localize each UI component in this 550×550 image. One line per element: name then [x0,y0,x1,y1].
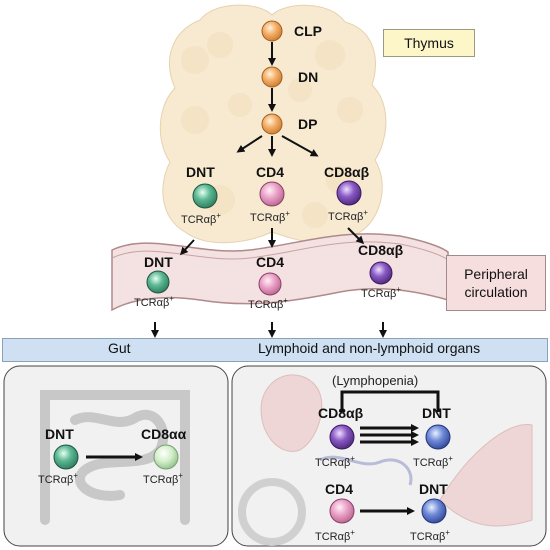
gut-cd8aa-label: CD8αα [141,426,187,442]
gut-dnt-label: DNT [45,426,74,442]
peripheral-label-line2: circulation [464,284,528,300]
organ-cd8ab-cell [329,424,355,450]
thymus-label: Thymus [404,35,454,51]
circ-dnt-label: DNT [144,254,173,270]
thymus-cd4-cell [259,181,285,207]
destination-bar [2,338,548,362]
organ-dnt-bottom-label: DNT [419,481,448,497]
dp-cell [261,113,283,135]
organ-cd4-label: CD4 [325,481,353,497]
organ-cd8ab-label: CD8αβ [318,405,364,421]
circ-cd4-cell [258,272,282,296]
thymus-label-box: Thymus [383,29,475,57]
gut-cd8aa-cell [153,444,179,470]
organ-cd8ab-tcr: TCRαβ+ [315,454,355,469]
organ-dnt-bottom-tcr: TCRαβ+ [410,528,450,543]
circ-dnt-cell [146,270,170,294]
circ-cd4-label: CD4 [256,254,284,270]
dn-label: DN [298,69,318,85]
arrow-thymus-circ-dnt [179,239,195,256]
peripheral-circulation-label-box: Peripheral circulation [446,255,546,311]
dp-label: DP [298,116,317,132]
arrow-dp-cd8 [281,135,319,157]
organ-dnt-top-cell [425,424,451,450]
gut-label: Gut [108,340,131,356]
thymus-dnt-label: DNT [186,164,215,180]
gut-dnt-tcr: TCRαβ+ [38,471,78,486]
thymus-cd4-label: CD4 [256,164,284,180]
peripheral-label-line1: Peripheral [464,266,528,282]
clp-label: CLP [294,23,322,39]
gut-cd8aa-tcr: TCRαβ+ [143,471,183,486]
arrow-thymus-circ-cd8 [347,227,365,245]
thymus-cd4-tcr: TCRαβ+ [250,209,290,224]
thymus-cd8ab-tcr: TCRαβ+ [328,208,368,223]
organ-cd4-cell [329,498,355,524]
lymphopenia-bracket [340,390,440,412]
organ-cd4-tcr: TCRαβ+ [315,528,355,543]
conversion-arrows [360,424,419,446]
circ-cd8ab-cell [369,261,393,285]
arrow-dp-dnt [236,135,263,153]
circ-dnt-tcr: TCRαβ+ [134,294,174,309]
organ-dnt-top-tcr: TCRαβ+ [413,454,453,469]
gut-dnt-cell [53,444,79,470]
circ-cd4-tcr: TCRαβ+ [248,296,288,311]
thymus-dnt-tcr: TCRαβ+ [181,211,221,226]
organ-illustrations [238,374,533,546]
organ-dnt-bottom-cell [421,498,447,524]
circ-cd8ab-label: CD8αβ [358,242,404,258]
circ-cd8ab-tcr: TCRαβ+ [361,285,401,300]
thymus-dnt-cell [192,183,218,209]
organs-label: Lymphoid and non-lymphoid organs [258,340,481,356]
dn-cell [261,66,283,88]
thymus-cd8ab-cell [336,180,362,206]
organ-dnt-top-label: DNT [422,405,451,421]
clp-cell [261,20,283,42]
lymphopenia-label: (Lymphopenia) [332,373,418,388]
thymus-cd8ab-label: CD8αβ [324,164,370,180]
